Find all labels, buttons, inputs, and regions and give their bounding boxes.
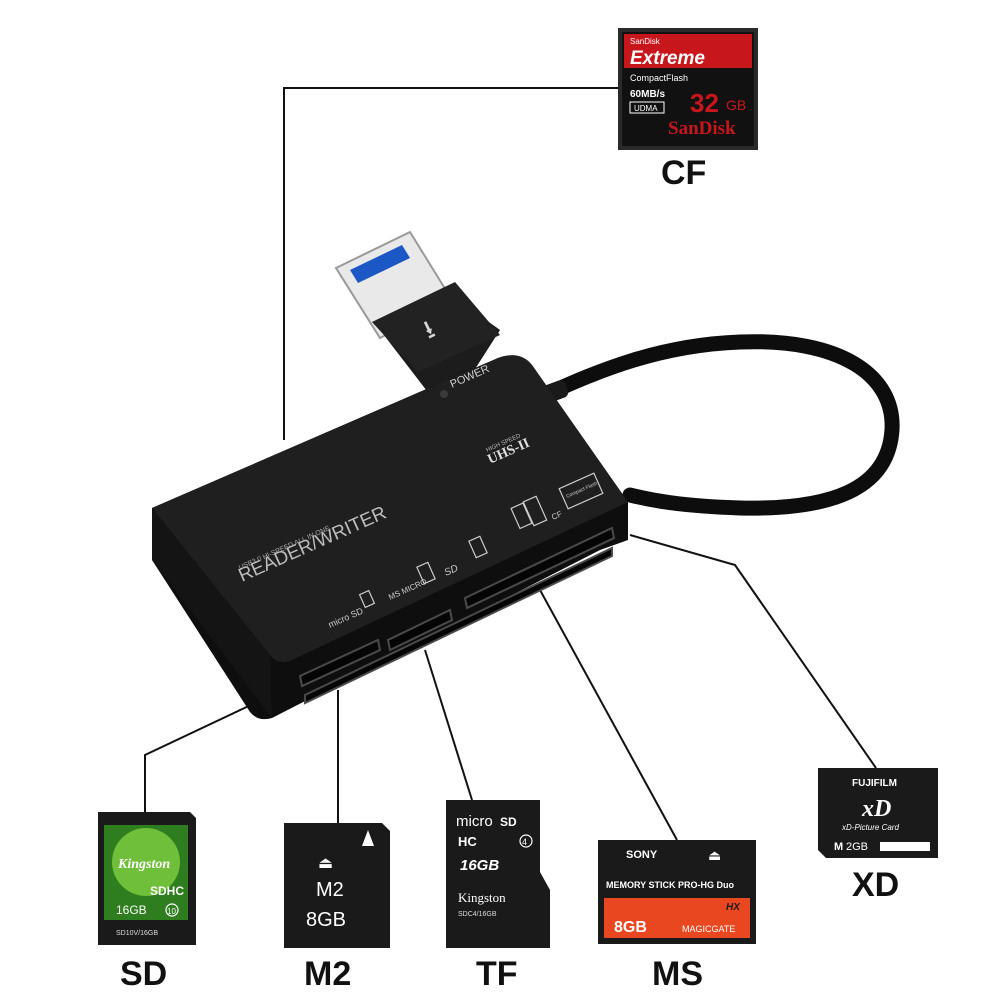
cf-slot-icon bbox=[558, 472, 604, 510]
tf-micro: micro bbox=[456, 813, 493, 830]
xd-m: M bbox=[834, 841, 843, 853]
m2-capacity: 8GB bbox=[306, 909, 346, 931]
ms-logo-icon: ⏏ bbox=[708, 848, 721, 864]
ms-magicgate: MAGICGATE bbox=[682, 924, 735, 934]
usb-plug: ⭳ bbox=[334, 230, 500, 395]
xd-capacity: 2GB bbox=[846, 841, 868, 853]
usb-cable bbox=[537, 334, 900, 516]
cf-line2: CompactFlash bbox=[630, 73, 688, 83]
sd-class: 10 bbox=[167, 907, 176, 916]
ms-slot-icon bbox=[416, 561, 436, 585]
cf-udma: UDMA bbox=[634, 104, 658, 113]
xd-slot-icon bbox=[522, 495, 548, 527]
slot-label-sd: SD bbox=[443, 563, 460, 579]
ms-brand: SONY bbox=[626, 849, 658, 861]
cf-line1: Extreme bbox=[630, 48, 705, 69]
tf-sd: SD bbox=[500, 815, 517, 829]
m2-memory-stick-icon: ⏏ bbox=[318, 853, 333, 872]
cf-capacity-unit: GB bbox=[726, 97, 746, 113]
m2-text: M2 bbox=[316, 879, 344, 901]
tf-hc: HC bbox=[458, 834, 477, 849]
cf-brand: SanDisk bbox=[668, 118, 736, 139]
line-cf bbox=[283, 87, 622, 440]
cf-capacity: 32 bbox=[690, 88, 719, 118]
line-sd bbox=[144, 702, 256, 812]
sd-hc: SDHC bbox=[150, 884, 184, 898]
m2-card: ⏏ M2 8GB bbox=[284, 823, 390, 948]
ms-hx: HX bbox=[726, 902, 741, 913]
label-sd: SD bbox=[120, 955, 167, 993]
label-xd: XD bbox=[852, 866, 899, 904]
xd-logo: xD bbox=[861, 796, 891, 822]
sd-card: Kingston SDHC 16GB 10 SD10V/16GB bbox=[98, 812, 196, 945]
xd-sub: xD-Picture Card bbox=[841, 823, 899, 832]
sd-brand: Kingston bbox=[117, 857, 170, 872]
tf-capacity: 16GB bbox=[460, 857, 499, 874]
connector-lines bbox=[144, 87, 877, 841]
sd-model: SD10V/16GB bbox=[116, 930, 158, 937]
label-tf: TF bbox=[476, 955, 518, 993]
sd-capacity: 16GB bbox=[116, 903, 147, 917]
ms-line: MEMORY STICK PRO-HG Duo bbox=[606, 880, 735, 890]
xd-brand: FUJIFILM bbox=[852, 778, 897, 789]
slot-label-cf: CF bbox=[550, 509, 564, 522]
ms-card: SONY ⏏ MEMORY STICK PRO-HG Duo HX 8GB MA… bbox=[598, 840, 756, 944]
cf-brand-small: SanDisk bbox=[630, 37, 661, 46]
tf-class: 4 bbox=[522, 837, 527, 847]
reader-slots bbox=[298, 526, 616, 705]
line-tf bbox=[424, 649, 473, 801]
tf-model: SDC4/16GB bbox=[458, 911, 497, 918]
label-cf: CF bbox=[661, 154, 706, 192]
sd-slot-icon bbox=[468, 535, 488, 559]
xd-card: FUJIFILM xD xD-Picture Card M 2GB bbox=[818, 768, 938, 858]
m2-arrow-icon bbox=[362, 830, 374, 846]
line-xd bbox=[629, 534, 877, 769]
label-ms: MS bbox=[652, 955, 703, 993]
cf-speed: 60MB/s bbox=[630, 89, 665, 100]
cf-card: SanDisk Extreme CompactFlash 60MB/s UDMA… bbox=[618, 28, 758, 150]
microsd-slot-icon bbox=[358, 589, 376, 609]
card-reader: POWER HIGH SPEED UHS-II USB3.0 HI-SPEED … bbox=[152, 355, 628, 720]
power-led bbox=[440, 390, 448, 398]
tf-brand: Kingston bbox=[458, 890, 506, 905]
label-m2: M2 bbox=[304, 955, 351, 993]
m2-slot-icon bbox=[510, 502, 533, 530]
tf-card: micro SD HC 4 16GB Kingston SDC4/16GB bbox=[446, 800, 550, 948]
line-ms bbox=[539, 589, 678, 841]
ms-capacity: 8GB bbox=[614, 919, 647, 936]
